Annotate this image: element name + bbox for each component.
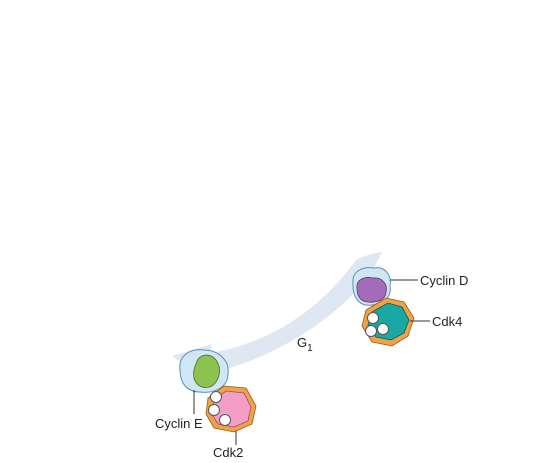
cdk4-complex (361, 297, 415, 347)
g1-label: G1 (297, 335, 313, 354)
cyclin-d-label: Cyclin D (420, 273, 468, 288)
cyclin-d-core (356, 277, 387, 303)
phosphate-circle (208, 404, 220, 416)
g1-arrow (172, 252, 382, 383)
cdk4-label: Cdk4 (432, 314, 462, 329)
cyclin-e-label: Cyclin E (155, 416, 203, 431)
cyclin-e-complex (179, 349, 229, 393)
cyclin-e-core (193, 354, 220, 388)
phosphate-circle (377, 323, 389, 335)
phosphate-circle (219, 414, 231, 426)
phosphate-circle (210, 391, 222, 403)
phosphate-circle (367, 312, 379, 324)
cyclin-d-complex (352, 267, 391, 306)
phosphate-circle (365, 325, 377, 337)
cdk2-label: Cdk2 (213, 445, 243, 460)
cdk2-complex (205, 385, 257, 433)
